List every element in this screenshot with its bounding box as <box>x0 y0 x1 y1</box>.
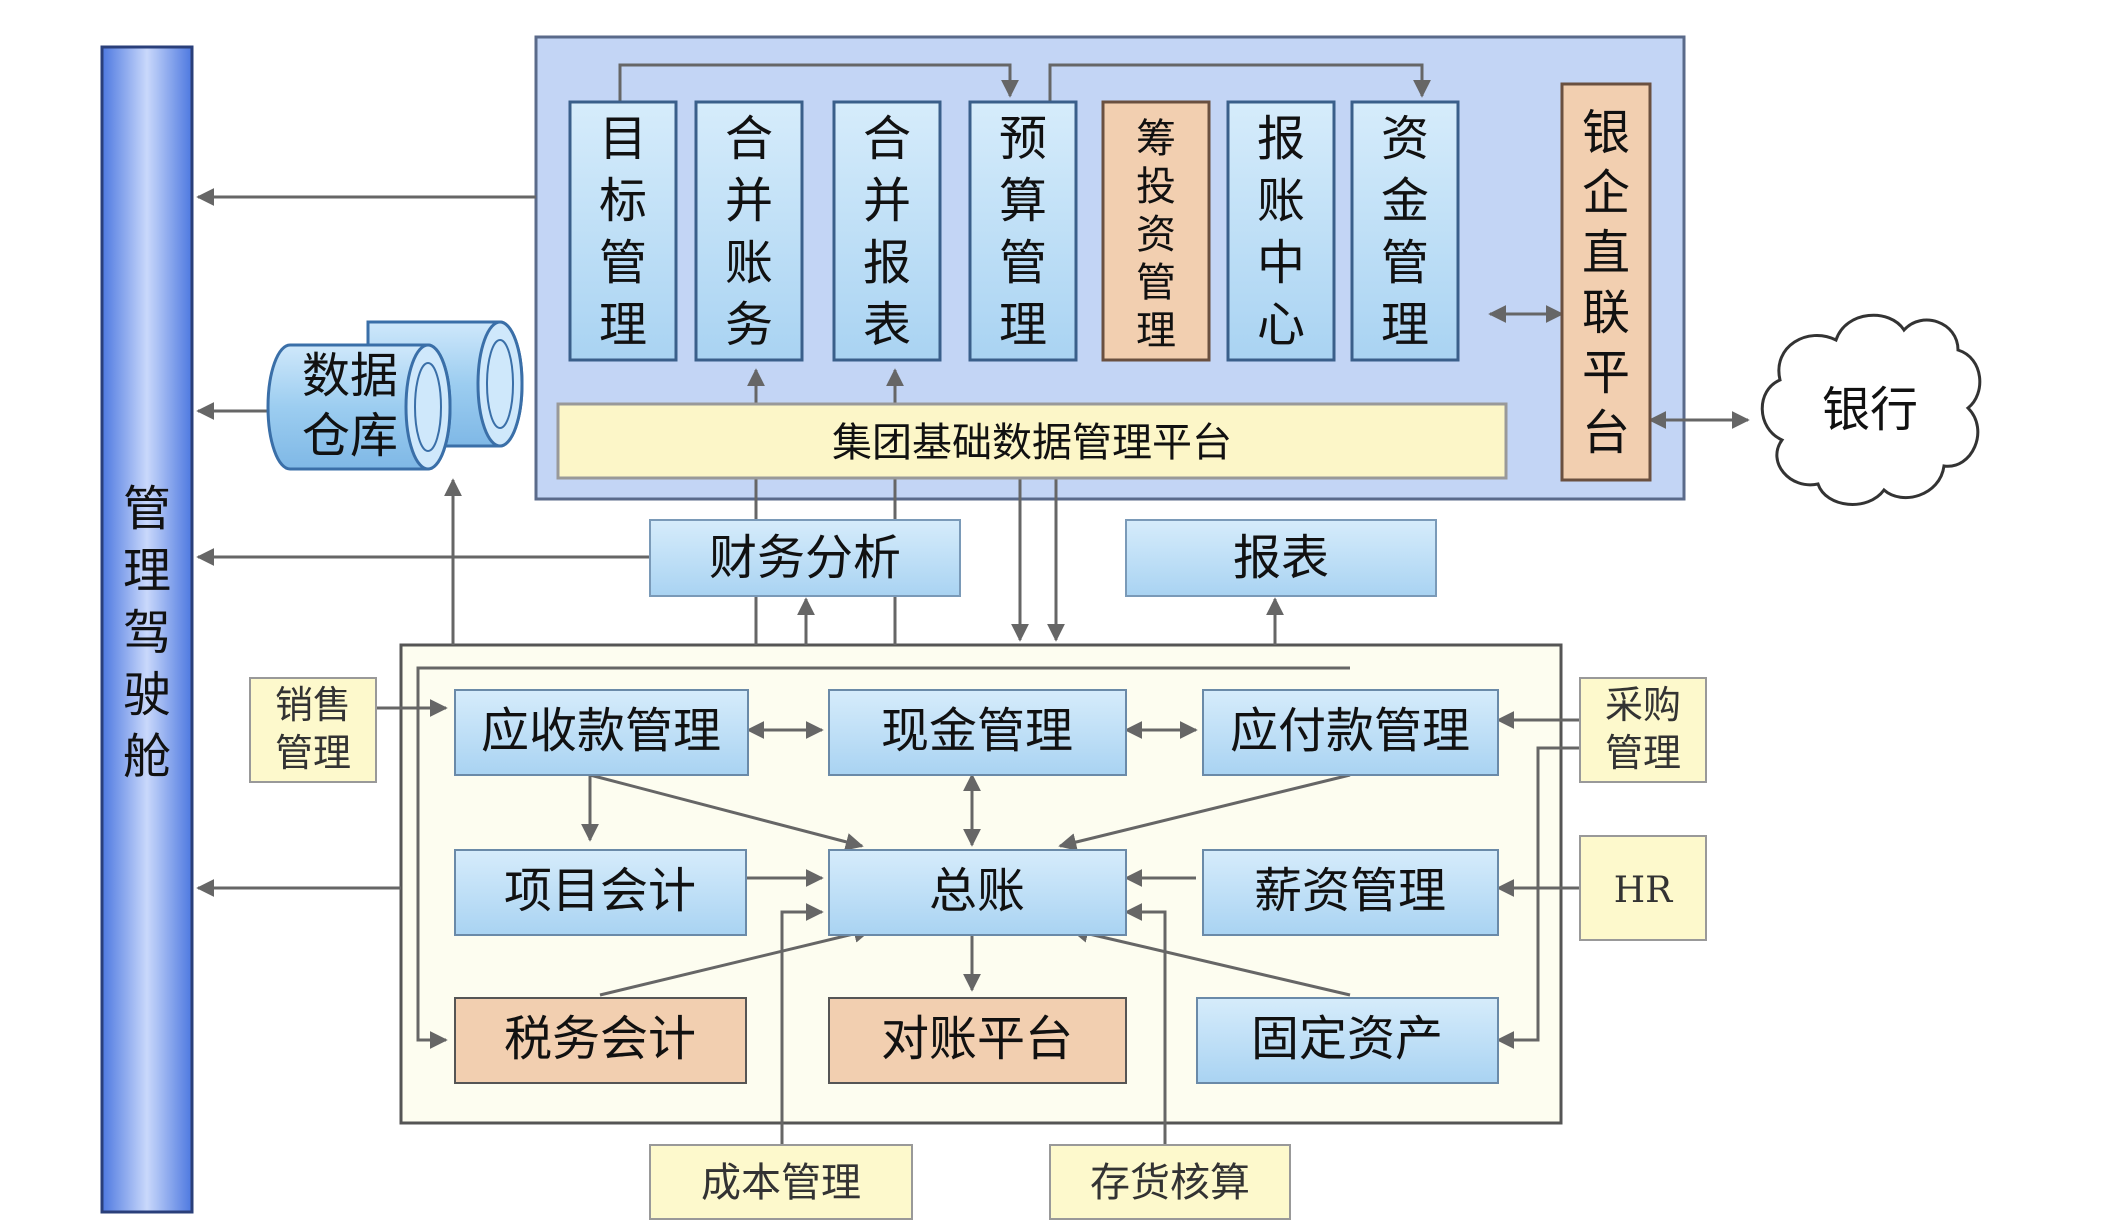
data-warehouse[interactable]: 数据 仓库 <box>266 320 524 471</box>
top-module-box <box>968 100 1078 362</box>
cash-management-label: 现金管理 <box>881 703 1073 759</box>
reports-label: 报表 <box>1233 530 1329 586</box>
financial-analysis-box[interactable]: 财务分析 <box>649 519 961 597</box>
inventory-accounting-label: 存货核算 <box>1090 1160 1250 1206</box>
top-module-label: 报账中心 <box>1257 111 1305 353</box>
fixed-assets-box[interactable]: 固定资产 <box>1196 997 1499 1084</box>
purchasing-management-label: 采购管理 <box>1605 683 1681 775</box>
top-module-1[interactable]: 目标管理 <box>568 100 678 362</box>
bank-cloud[interactable]: 银行 <box>1760 313 1982 506</box>
top-module-label: 筹投资管理 <box>1136 116 1176 354</box>
purchasing-management-box[interactable]: 采购管理 <box>1579 677 1707 783</box>
top-module-box <box>1350 100 1460 362</box>
bank-enterprise-platform[interactable]: 银企直联平台 <box>1560 82 1652 482</box>
hr-box[interactable]: HR <box>1579 835 1707 941</box>
top-module-label: 合并账务 <box>725 111 773 353</box>
tax-accounting-box[interactable]: 税务会计 <box>454 997 747 1084</box>
cost-management-label: 成本管理 <box>701 1160 861 1206</box>
payables-box[interactable]: 应付款管理 <box>1202 689 1499 776</box>
bank-enterprise-platform-label: 银企直联平台 <box>1582 105 1630 461</box>
bank-label: 银行 <box>1822 382 1918 438</box>
database-icon <box>266 320 524 471</box>
management-cockpit[interactable]: 管理驾驶舱 <box>100 45 194 1214</box>
cloud-icon <box>1760 313 1982 506</box>
reconciliation-platform-label: 对账平台 <box>881 1011 1073 1067</box>
top-module-4[interactable]: 预算管理 <box>968 100 1078 362</box>
top-module-box <box>1101 100 1211 362</box>
project-accounting-label: 项目会计 <box>504 863 696 919</box>
sales-management-box[interactable]: 销售管理 <box>249 677 377 783</box>
base-data-platform-label: 集团基础数据管理平台 <box>832 420 1232 466</box>
payroll-box[interactable]: 薪资管理 <box>1202 849 1499 936</box>
base-data-platform[interactable]: 集团基础数据管理平台 <box>556 402 1508 480</box>
inventory-accounting-box[interactable]: 存货核算 <box>1049 1144 1291 1220</box>
connector-lines <box>196 63 1750 1145</box>
top-module-label: 目标管理 <box>599 111 647 353</box>
project-accounting-box[interactable]: 项目会计 <box>454 849 747 936</box>
management-cockpit-label: 管理驾驶舱 <box>123 481 171 785</box>
tax-accounting-label: 税务会计 <box>504 1011 696 1067</box>
data-warehouse-label-line2: 仓库 <box>302 408 398 464</box>
financial-analysis-label: 财务分析 <box>709 530 901 586</box>
payroll-label: 薪资管理 <box>1254 863 1446 919</box>
top-module-box <box>694 100 804 362</box>
top-module-3[interactable]: 合并报表 <box>832 100 942 362</box>
hr-label: HR <box>1614 870 1673 911</box>
top-module-7[interactable]: 资金管理 <box>1350 100 1460 362</box>
top-module-label: 资金管理 <box>1381 111 1429 353</box>
top-module-5[interactable]: 筹投资管理 <box>1101 100 1211 362</box>
top-module-label: 预算管理 <box>999 111 1047 353</box>
reports-box[interactable]: 报表 <box>1125 519 1437 597</box>
general-ledger-label: 总账 <box>929 863 1025 919</box>
top-module-box <box>1226 100 1336 362</box>
payables-label: 应付款管理 <box>1230 703 1470 759</box>
top-module-6[interactable]: 报账中心 <box>1226 100 1336 362</box>
reconciliation-platform-box[interactable]: 对账平台 <box>828 997 1127 1084</box>
top-module-box <box>832 100 942 362</box>
receivables-box[interactable]: 应收款管理 <box>454 689 749 776</box>
cash-management-box[interactable]: 现金管理 <box>828 689 1127 776</box>
sales-management-label: 销售管理 <box>275 683 351 775</box>
top-module-label: 合并报表 <box>863 111 911 353</box>
top-module-box <box>568 100 678 362</box>
top-modules: 目标管理 合并账务 合并报表 预算管理 筹投资管理 报账中心 资金管理 <box>568 100 1460 362</box>
receivables-label: 应收款管理 <box>481 703 721 759</box>
data-warehouse-label-line1: 数据 <box>302 348 398 404</box>
fixed-assets-label: 固定资产 <box>1251 1011 1443 1067</box>
general-ledger-box[interactable]: 总账 <box>828 849 1127 936</box>
top-module-2[interactable]: 合并账务 <box>694 100 804 362</box>
cost-management-box[interactable]: 成本管理 <box>649 1144 913 1220</box>
